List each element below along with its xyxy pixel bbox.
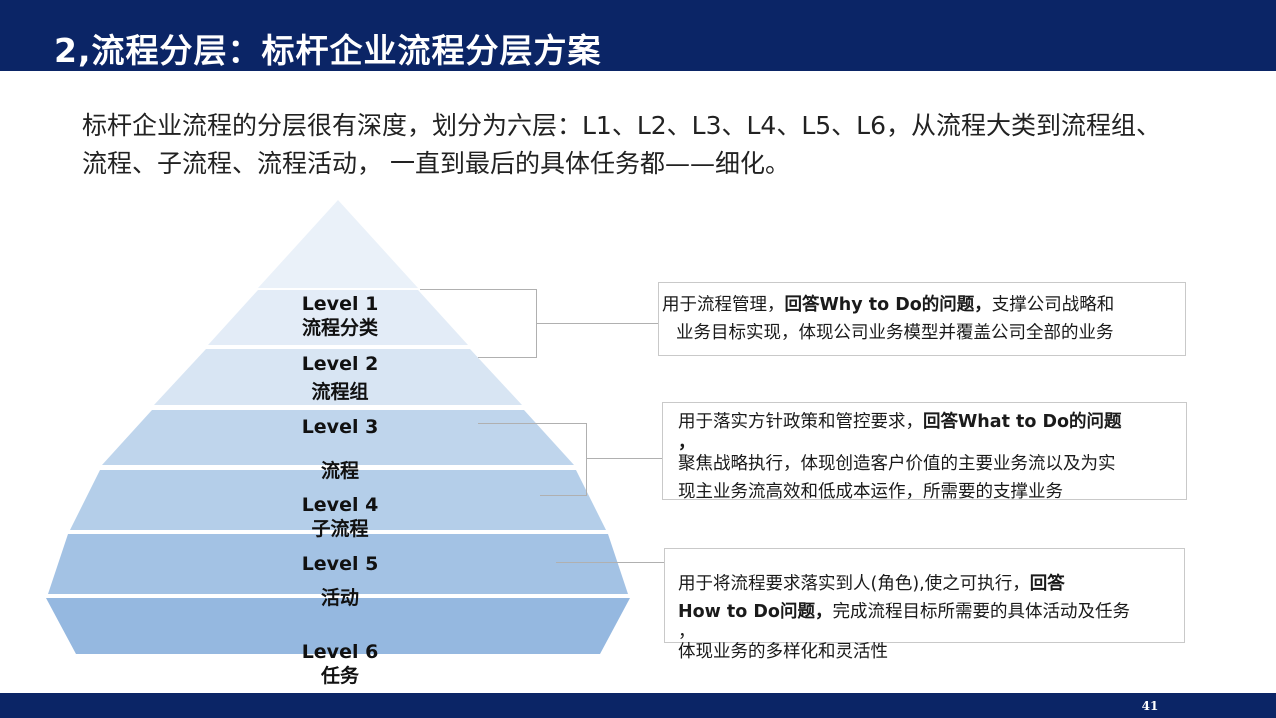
description-3-emphasis-2: How to Do问题， <box>678 602 833 622</box>
connector-1-bottom <box>478 357 537 358</box>
intro-line-1: 标杆企业流程的分层很有深度，划分为六层：L1、L2、L3、L4、L5、L6，从流… <box>82 111 1162 140</box>
description-3-emphasis: 回答 <box>1029 574 1065 594</box>
description-2-text: 用于落实方针政策和管控要求， <box>678 412 923 432</box>
title-bar <box>0 0 1276 71</box>
connector-1-out <box>536 323 658 324</box>
level-5-name: 活动 <box>320 587 359 609</box>
level-5-label: Level 5 活动 <box>270 552 410 610</box>
description-3-text: 用于将流程要求落实到人(角色),使之可执行， <box>678 574 1030 594</box>
description-2-comma: ， <box>678 433 696 453</box>
level-2-code: Level 2 <box>301 353 379 375</box>
description-box-3 <box>664 548 1185 643</box>
connector-2-bottom <box>540 495 587 496</box>
connector-2-out <box>586 458 662 459</box>
description-3-comma: ， <box>678 622 696 642</box>
level-4-code: Level 4 <box>301 494 379 516</box>
footer-bar <box>0 693 1276 718</box>
level-3-code: Level 3 <box>301 416 379 438</box>
page-number: 41 <box>1141 699 1159 713</box>
description-2-emphasis: 回答What to Do的问题 <box>923 412 1122 432</box>
description-3-line-4: 体现业务的多样化和灵活性 <box>678 642 888 662</box>
description-1-text-tail: 支撑公司战略和 <box>991 295 1115 315</box>
level-2-name: 流程组 <box>311 381 369 403</box>
level-5-code: Level 5 <box>301 553 379 575</box>
pyramid-layer-3 <box>102 410 574 465</box>
pyramid-apex <box>258 200 418 288</box>
description-1: 用于流程管理，回答Why to Do的问题，支撑公司战略和 业务目标实现，体现公… <box>662 291 1182 347</box>
pyramid-layer-5 <box>48 534 628 594</box>
level-1-label: Level 1 流程分类 <box>270 292 410 340</box>
intro-line-2: 流程、子流程、流程活动， 一直到最后的具体任务都——细化。 <box>82 149 790 178</box>
level-1-code: Level 1 <box>301 293 379 315</box>
pyramid-layer-4 <box>70 470 606 530</box>
description-1-line-2: 业务目标实现，体现公司业务模型并覆盖公司全部的业务 <box>676 323 1114 343</box>
level-2-label: Level 2 流程组 <box>270 352 410 404</box>
connector-1-top <box>420 289 536 290</box>
intro-paragraph: 标杆企业流程的分层很有深度，划分为六层：L1、L2、L3、L4、L5、L6，从流… <box>82 107 1212 183</box>
description-3: 用于将流程要求落实到人(角色),使之可执行，回答 How to Do问题，完成流… <box>678 570 1178 666</box>
level-1-name: 流程分类 <box>301 317 378 339</box>
description-1-emphasis: 回答Why to Do的问题， <box>784 295 992 315</box>
level-3-label: Level 3 流程 <box>270 415 410 483</box>
level-4-label: Level 4 子流程 <box>270 493 410 541</box>
connector-2-vertical <box>586 423 587 495</box>
level-6-code: Level 6 <box>301 641 379 663</box>
title-accent <box>0 0 8 71</box>
pyramid-layer-6 <box>46 598 630 654</box>
level-3-name: 流程 <box>320 460 359 482</box>
level-4-name: 子流程 <box>311 518 369 540</box>
description-1-text: 用于流程管理， <box>662 295 785 315</box>
description-2: 用于落实方针政策和管控要求，回答What to Do的问题 ， 聚焦战略执行，体… <box>678 408 1178 506</box>
description-2-line-2: 聚焦战略执行，体现创造客户价值的主要业务流以及为实 <box>678 454 1116 474</box>
pyramid-layer-2 <box>154 349 522 405</box>
slide-title: 2,流程分层：标杆企业流程分层方案 <box>54 31 602 70</box>
level-6-label: Level 6 任务 <box>270 640 410 688</box>
description-2-line-3: 现主业务流高效和低成本运作，所需要的支撑业务 <box>678 482 1063 502</box>
level-6-name: 任务 <box>320 665 359 687</box>
description-box-2 <box>662 402 1187 500</box>
description-box-1 <box>658 282 1186 356</box>
connector-3-top <box>556 562 664 563</box>
pyramid-layer-1 <box>208 290 468 345</box>
description-3-text-tail: 完成流程目标所需要的具体活动及任务 <box>832 602 1130 622</box>
connector-2-top <box>478 423 586 424</box>
